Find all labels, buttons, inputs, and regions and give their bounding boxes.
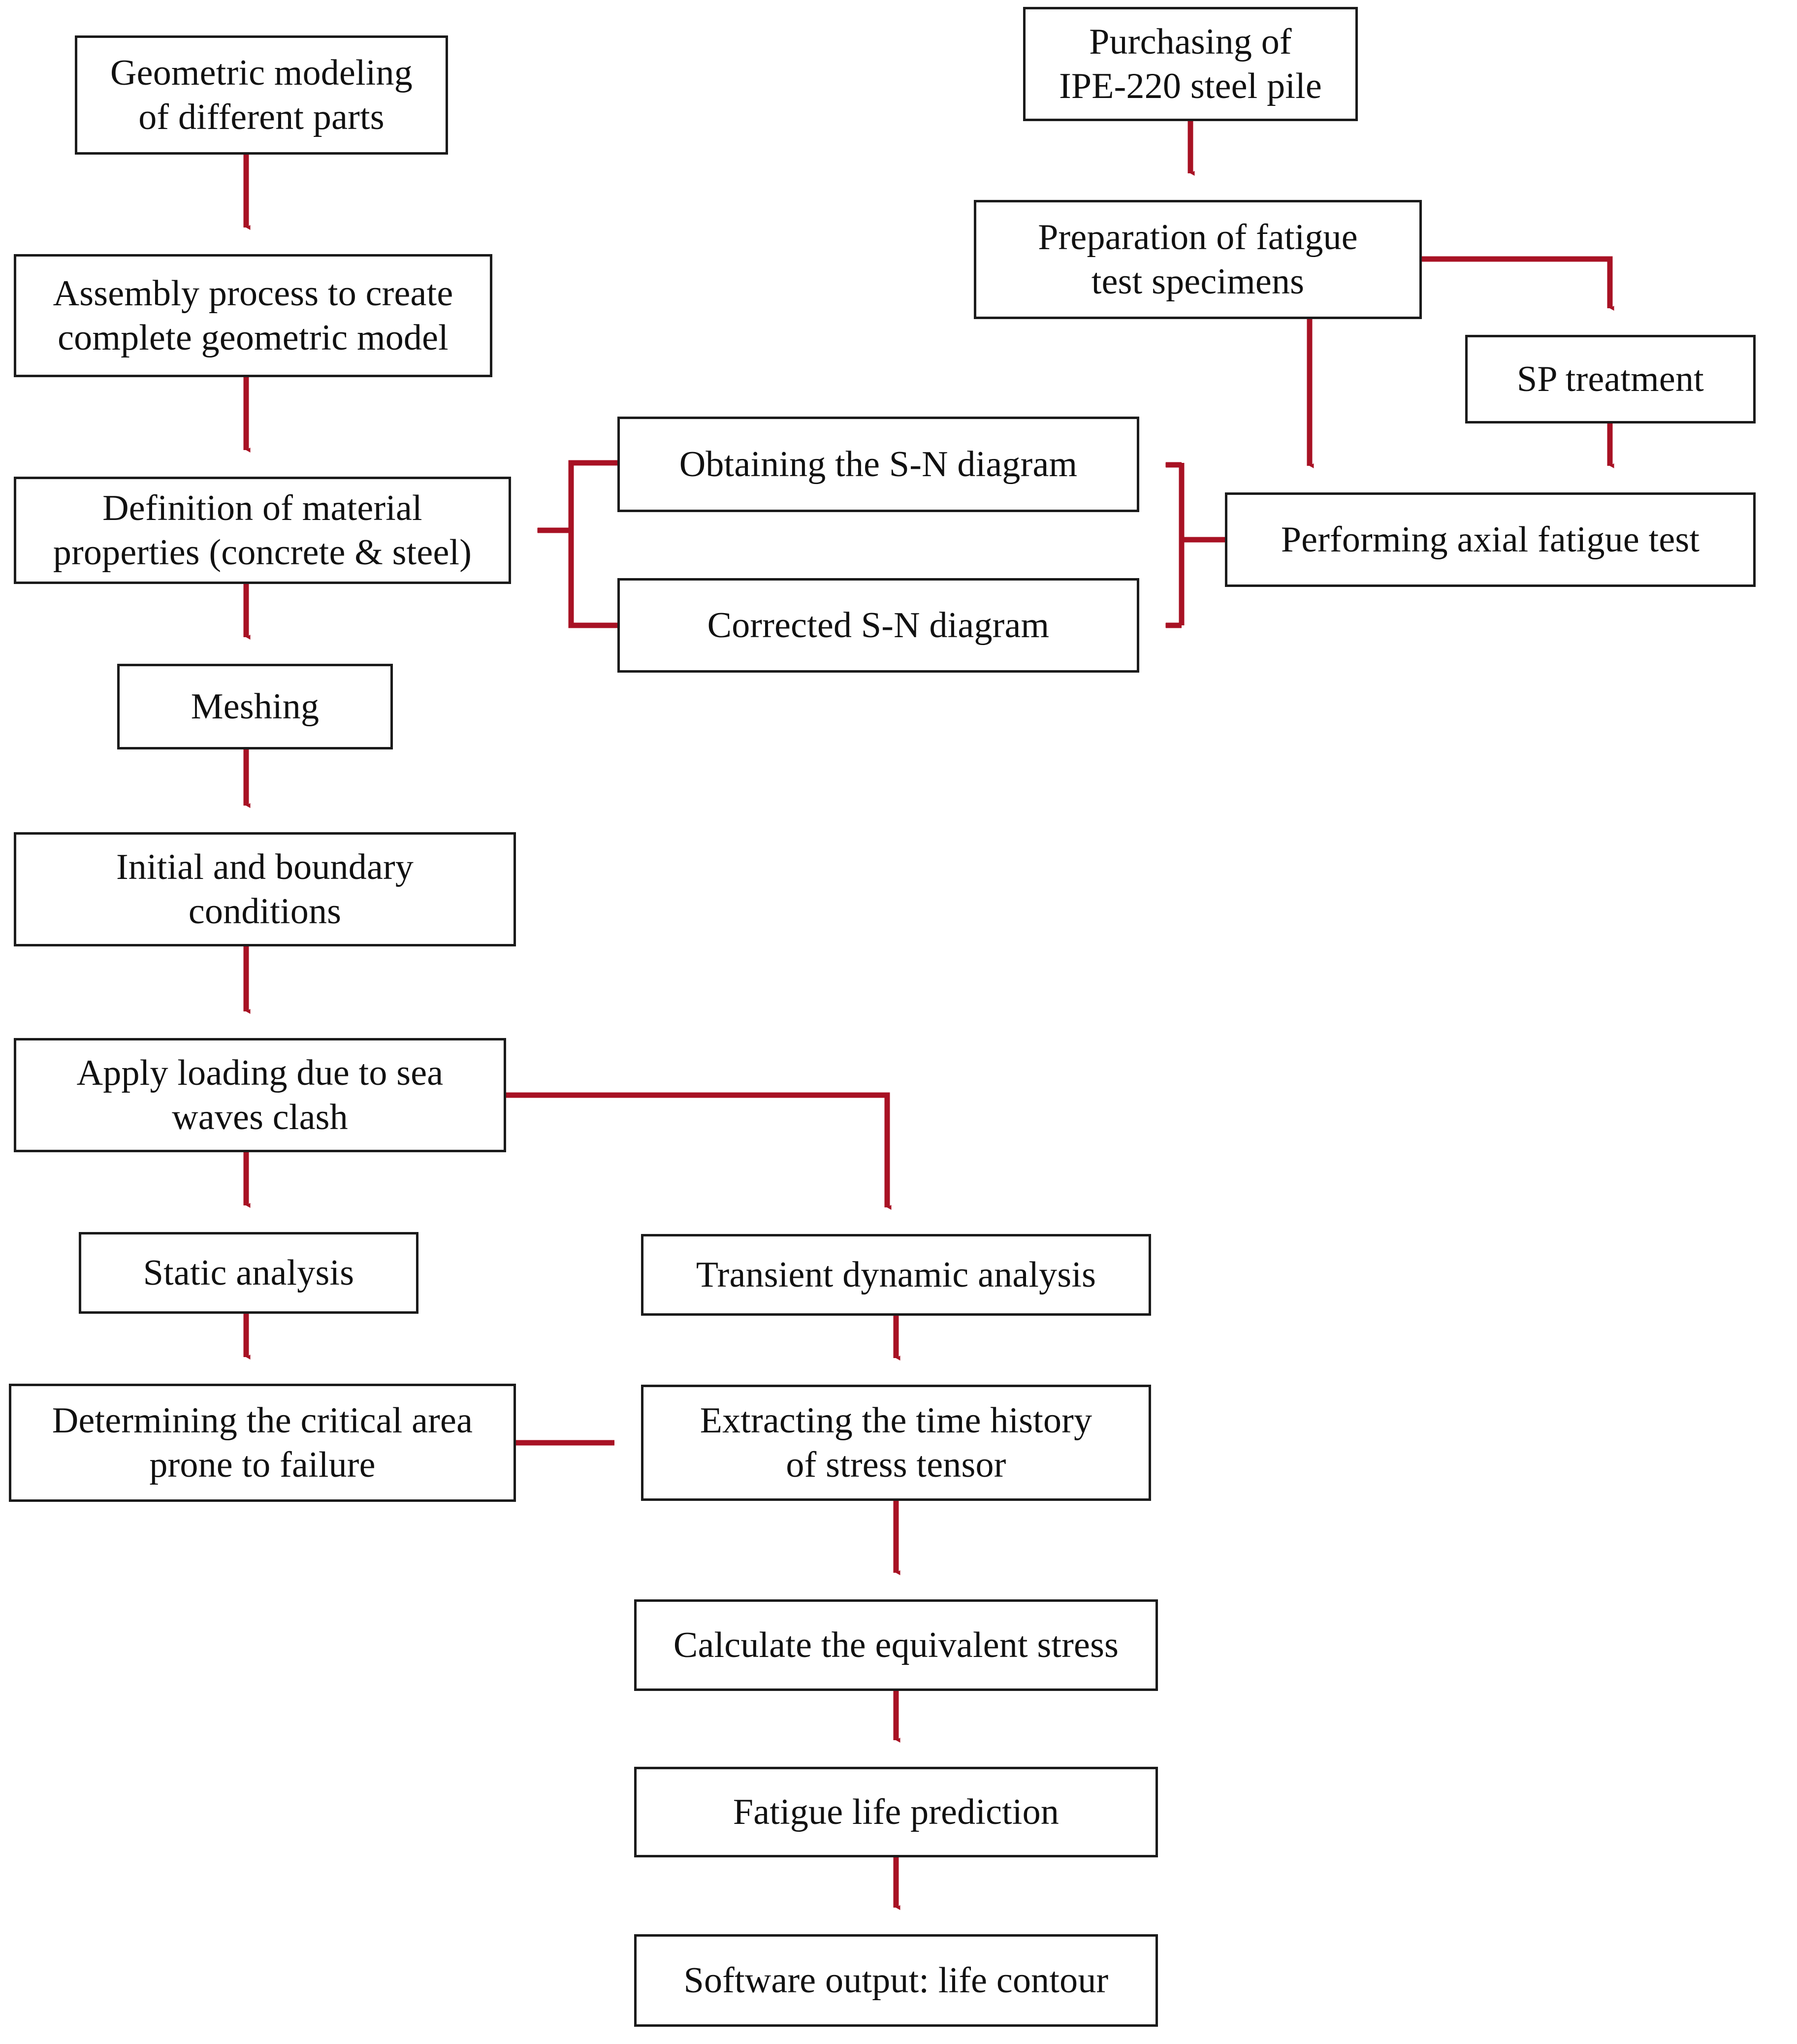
edge-preparation-to-sp xyxy=(1422,256,1614,311)
edge-axial-branch-trunk xyxy=(1179,463,1225,543)
node-preparation-specimens[interactable]: Preparation of fatigue test specimens xyxy=(974,200,1422,319)
node-initial-boundary-conditions[interactable]: Initial and boundary conditions xyxy=(14,832,516,946)
node-calculate-equivalent-stress[interactable]: Calculate the equivalent stress xyxy=(634,1599,1158,1691)
node-meshing[interactable]: Meshing xyxy=(117,664,393,749)
node-fatigue-life-prediction[interactable]: Fatigue life prediction xyxy=(634,1767,1158,1857)
node-determining-critical-area[interactable]: Determining the critical area prone to f… xyxy=(9,1384,516,1502)
edge-loading-to-transient xyxy=(506,1092,892,1210)
edge-obtaining-out xyxy=(568,460,617,530)
node-apply-loading[interactable]: Apply loading due to sea waves clash xyxy=(14,1038,506,1152)
node-assembly-process[interactable]: Assembly process to create complete geom… xyxy=(14,254,492,377)
edge-corrected-out xyxy=(568,530,617,628)
node-material-properties[interactable]: Definition of material properties (concr… xyxy=(14,477,511,584)
node-purchasing-steel-pile[interactable]: Purchasing of IPE-220 steel pile xyxy=(1023,7,1358,121)
node-corrected-sn-diagram[interactable]: Corrected S-N diagram xyxy=(617,578,1139,673)
node-performing-axial-fatigue-test[interactable]: Performing axial fatigue test xyxy=(1225,492,1756,587)
node-sp-treatment[interactable]: SP treatment xyxy=(1465,335,1756,423)
node-static-analysis[interactable]: Static analysis xyxy=(79,1232,418,1314)
node-software-output[interactable]: Software output: life contour xyxy=(634,1934,1158,2027)
node-obtaining-sn-diagram[interactable]: Obtaining the S-N diagram xyxy=(617,417,1139,512)
node-geometric-modeling[interactable]: Geometric modeling of different parts xyxy=(75,35,448,155)
node-transient-dynamic-analysis[interactable]: Transient dynamic analysis xyxy=(641,1234,1151,1316)
node-extracting-time-history[interactable]: Extracting the time history of stress te… xyxy=(641,1385,1151,1501)
